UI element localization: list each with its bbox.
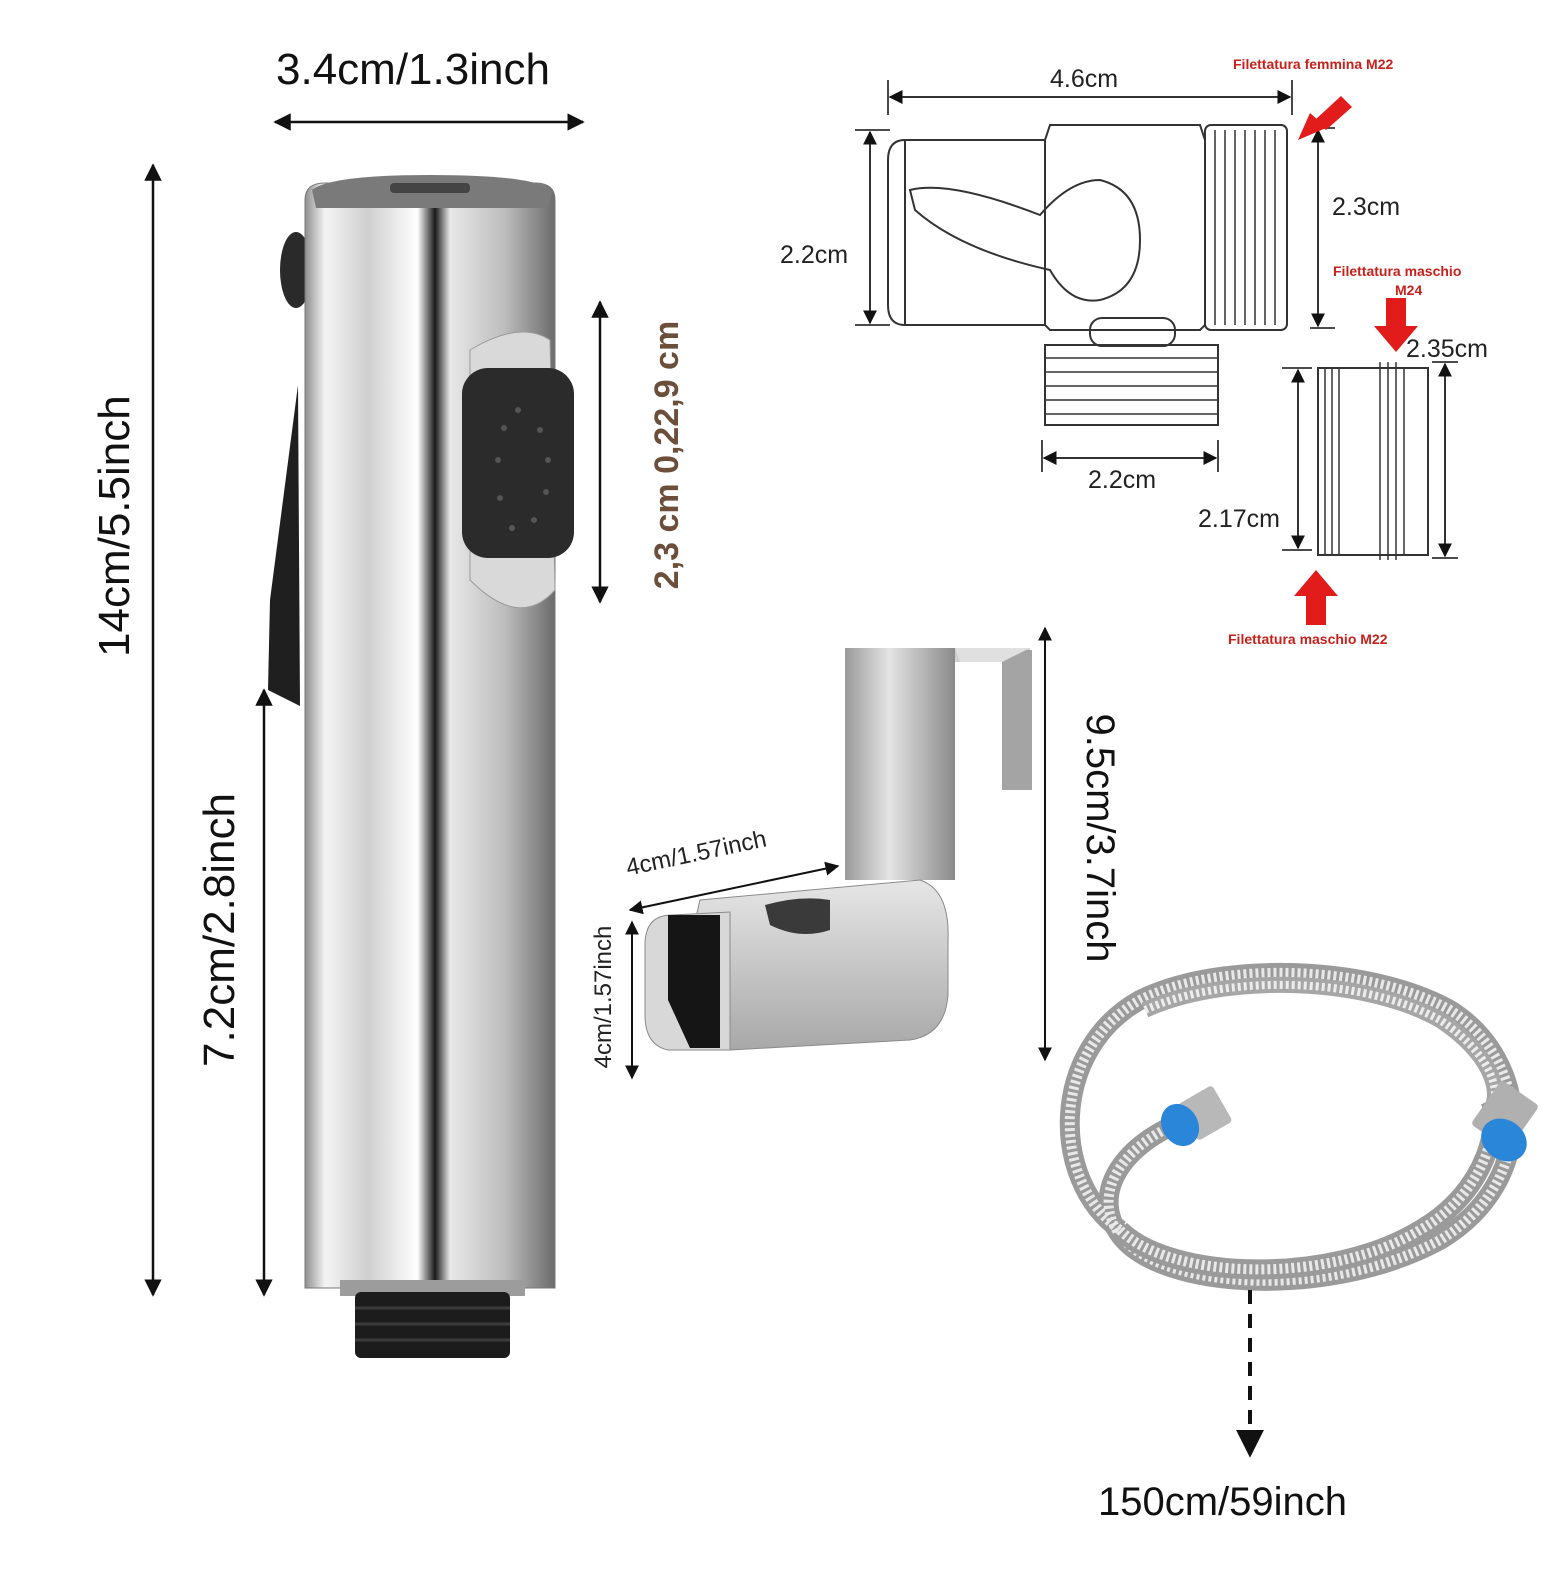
- label-hook-height: 9.5cm/3.7inch: [1078, 713, 1122, 963]
- thread-adapter-drawing: [1317, 362, 1429, 560]
- label-sprayer-lower: 7.2cm/2.8inch: [195, 793, 244, 1067]
- tee-dimension-lines: [855, 80, 1335, 472]
- sprayer-illustration: [268, 175, 574, 1358]
- hook-back-plate: [1002, 650, 1032, 790]
- sprayer-trigger: [268, 385, 300, 706]
- dim-line-holder-width: [628, 861, 840, 915]
- sprayer-holder-illustration: [644, 879, 949, 1051]
- hose-right-connector: [1472, 1081, 1538, 1162]
- red-arrow-male-thread-bottom: [1294, 570, 1338, 625]
- label-tee-nut-height: 2.3cm: [1332, 193, 1401, 221]
- label-button-size: 2,3 cm 0,22,9 cm: [648, 320, 686, 590]
- label-adapter-inner: 2.17cm: [1198, 505, 1280, 533]
- red-arrow-male-thread-top: [1374, 298, 1418, 352]
- label-female-thread: Filettatura femmina M22: [1233, 56, 1394, 72]
- label-sprayer-width: 3.4cm/1.3inch: [276, 45, 550, 94]
- hook-bracket-illustration: [845, 648, 1032, 880]
- label-tee-height: 2.2cm: [780, 241, 849, 269]
- sprayer-spray-button: [462, 368, 574, 558]
- sprayer-thread-lines: [355, 1306, 510, 1342]
- red-arrow-female-thread: [1298, 96, 1352, 140]
- sprayer-back-knob: [280, 232, 312, 308]
- hose-illustration: [1059, 962, 1523, 1291]
- label-male-thread-bottom: Filettatura maschio M22: [1228, 631, 1388, 647]
- label-tee-bottom-width: 2.2cm: [1088, 466, 1157, 494]
- holder-slot: [668, 915, 720, 1048]
- tee-valve-drawing: [887, 124, 1288, 426]
- label-tee-width: 4.6cm: [1050, 65, 1119, 93]
- hook-front-plate: [845, 648, 955, 880]
- label-male-thread-top-b: M24: [1395, 282, 1423, 298]
- label-holder-height: 4cm/1.57inch: [590, 925, 617, 1069]
- label-adapter-outer: 2.35cm: [1406, 335, 1488, 363]
- label-sprayer-height: 14cm/5.5inch: [90, 395, 139, 657]
- label-male-thread-top-a: Filettatura maschio: [1333, 263, 1462, 279]
- hose-left-connector: [1160, 1086, 1232, 1147]
- adapter-dimension-lines: [1282, 361, 1458, 559]
- label-hose-length: 150cm/59inch: [1098, 1480, 1348, 1524]
- hook-side: [955, 648, 1030, 662]
- sprayer-top-slot: [390, 183, 470, 193]
- sprayer-spray-holes: [495, 407, 551, 531]
